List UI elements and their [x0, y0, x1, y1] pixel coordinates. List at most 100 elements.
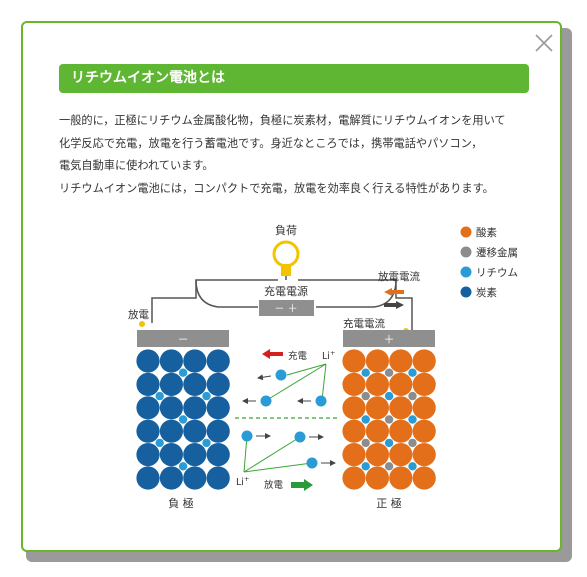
li-label-top: Li+	[322, 349, 335, 362]
load-label: 負荷	[275, 224, 297, 237]
description-line: リチウムイオン電池には，コンパクトで充電，放電を効率良く行える特性があります。	[59, 181, 494, 195]
carbon-atom	[159, 443, 183, 467]
lithium-atom	[155, 438, 164, 448]
oxygen-atom	[389, 443, 413, 467]
description-line: 化学反応で充電，放電を行う蓄電池です。身近なところでは，携帯電話やパソコン，	[59, 136, 483, 150]
legend-swatch-oxygen	[460, 226, 472, 238]
legend-swatch-lithium	[460, 266, 472, 278]
junction-dot	[139, 321, 145, 327]
negative-terminal	[137, 330, 229, 347]
modal-description: 一般的に，正極にリチウム金属酸化物，負極に炭素材，電解質にリチウムイオンを用いて…	[59, 110, 539, 200]
oxygen-atom	[412, 349, 436, 373]
oxygen-atom	[342, 466, 366, 490]
carbon-atom	[206, 372, 230, 396]
lithium-atom	[178, 368, 188, 377]
oxygen-atom	[412, 443, 436, 467]
carbon-atom	[136, 372, 160, 396]
oxygen-atom	[389, 396, 413, 420]
lithium-atom	[384, 438, 394, 448]
info-modal	[21, 21, 562, 552]
circuit-wire-bottom-right	[316, 279, 397, 308]
oxygen-atom	[412, 466, 436, 490]
oxygen-atom	[342, 443, 366, 467]
lithium-atom	[178, 415, 188, 424]
carbon-atom	[206, 443, 230, 467]
lithium-atom	[384, 391, 394, 401]
carbon-atom	[159, 396, 183, 420]
lithium-atom	[361, 462, 370, 471]
oxygen-atom	[365, 349, 389, 373]
oxygen-atom	[389, 419, 413, 443]
negative-electrode-label: 負 極	[168, 496, 194, 510]
discharge-arrow-label: 放電	[264, 479, 284, 491]
charge-current-label: 充電電流	[343, 317, 385, 330]
lithium-atom	[178, 462, 188, 471]
red-arrow-left-icon	[262, 349, 283, 359]
li-label-bottom: Li+	[236, 475, 249, 488]
oxygen-atom	[365, 372, 389, 396]
legend-label: リチウム	[476, 267, 518, 279]
lithium-atom	[408, 462, 417, 471]
close-icon[interactable]	[533, 32, 555, 54]
lithium-atom	[361, 415, 370, 424]
lithium-ions-charge	[242, 363, 327, 407]
carbon-atom	[206, 396, 230, 420]
metal-atom	[361, 438, 370, 448]
oxygen-atom	[342, 349, 366, 373]
description-line: 一般的に，正極にリチウム金属酸化物，負極に炭素材，電解質にリチウムイオンを用いて	[59, 114, 506, 127]
legend-swatch-carbon	[460, 286, 472, 298]
circuit-wire-right	[298, 279, 413, 330]
close-button[interactable]	[533, 32, 555, 54]
lithium-atom	[408, 415, 417, 424]
metal-atom	[384, 462, 394, 471]
carbon-atom	[136, 419, 160, 443]
carbon-atom	[136, 466, 160, 490]
carbon-atom	[136, 396, 160, 420]
negative-terminal-sign: －	[178, 333, 189, 346]
circuit-wire-bottom-left	[195, 279, 258, 308]
metal-atom	[408, 391, 417, 401]
positive-terminal-sign: ＋	[384, 333, 395, 346]
power-source-box	[259, 300, 314, 316]
oxygen-atom	[412, 419, 436, 443]
carbon-atom	[159, 349, 183, 373]
carbon-atom	[206, 466, 230, 490]
carbon-atom	[183, 419, 207, 443]
oxygen-atom	[389, 466, 413, 490]
carbon-atom	[159, 372, 183, 396]
discharge-current-label: 放電電流	[378, 270, 420, 283]
description-line: 電気自動車に使われています。	[59, 159, 214, 172]
metal-atom	[384, 368, 394, 377]
carbon-atom	[206, 349, 230, 373]
oxygen-atom	[342, 372, 366, 396]
positive-electrode-grid	[342, 349, 436, 490]
carbon-atom	[159, 419, 183, 443]
legend-label: 遷移金属	[476, 246, 518, 259]
carbon-atom	[183, 466, 207, 490]
oxygen-atom	[365, 419, 389, 443]
light-bulb-icon	[272, 240, 300, 280]
carbon-atom	[136, 443, 160, 467]
oxygen-atom	[342, 419, 366, 443]
positive-electrode-label: 正 極	[376, 496, 402, 510]
carbon-atom	[183, 372, 207, 396]
legend-label: 炭素	[476, 286, 497, 299]
oxygen-atom	[412, 396, 436, 420]
oxygen-atom	[365, 443, 389, 467]
legend-label: 酸素	[476, 226, 497, 239]
lithium-ions-discharge	[241, 430, 336, 473]
lithium-atom	[202, 438, 211, 448]
dark-arrow-right-icon	[384, 301, 404, 309]
metal-atom	[384, 415, 394, 424]
lithium-atom	[361, 368, 370, 377]
carbon-atom	[136, 349, 160, 373]
lithium-atom	[155, 391, 164, 401]
oxygen-atom	[365, 466, 389, 490]
carbon-atom	[183, 443, 207, 467]
discharge-label: 放電	[128, 308, 149, 321]
legend: 酸素 遷移金属 リチウム 炭素	[460, 226, 518, 299]
power-source-label: 充電電源	[264, 284, 308, 298]
oxygen-atom	[389, 349, 413, 373]
power-source-signs: － ＋	[274, 304, 297, 315]
